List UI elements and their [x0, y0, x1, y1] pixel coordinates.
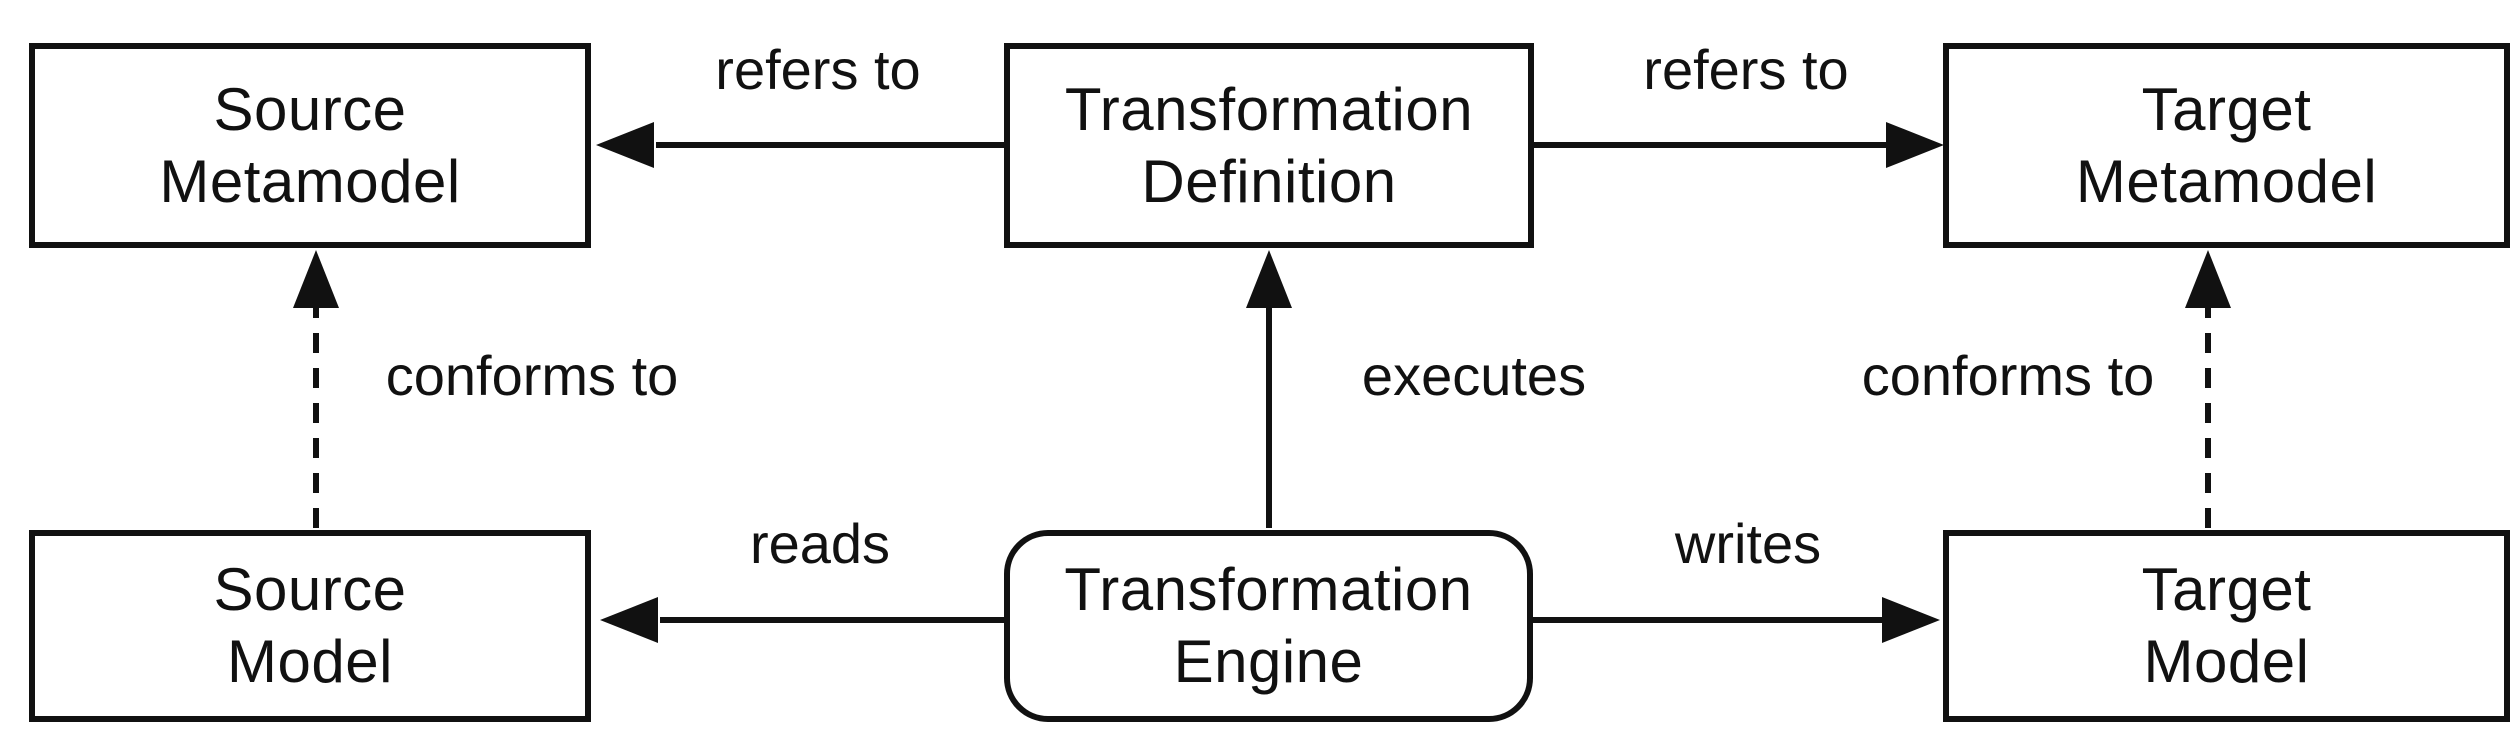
edge-label-executes: executes — [1361, 344, 1587, 407]
node-transformation-definition: Transformation Definition — [1004, 43, 1534, 248]
node-label-line: Transformation — [1064, 556, 1473, 623]
node-label-line: Metamodel — [2075, 147, 2378, 215]
node-source-metamodel: Source Metamodel — [29, 43, 591, 248]
edge-label-conforms-to-left: conforms to — [385, 344, 679, 407]
node-label-line: Model — [2143, 628, 2310, 695]
edge-label-conforms-to-right: conforms to — [1861, 344, 2155, 407]
node-label-line: Transformation — [1064, 75, 1474, 143]
arrow-conforms-to-left — [293, 250, 339, 528]
node-target-model: Target Model — [1943, 530, 2510, 722]
node-label-line: Source — [213, 556, 407, 623]
arrow-reads — [600, 597, 1004, 643]
node-label-line: Engine — [1173, 628, 1364, 695]
edge-label-refers-to-left: refers to — [715, 38, 921, 101]
node-source-model: Source Model — [29, 530, 591, 722]
arrow-writes — [1533, 597, 1940, 643]
edge-label-refers-to-right: refers to — [1643, 38, 1849, 101]
edge-label-writes: writes — [1674, 512, 1822, 575]
node-transformation-engine: Transformation Engine — [1004, 530, 1533, 722]
node-label-line: Target — [2141, 75, 2312, 143]
node-label-line: Source — [213, 75, 407, 143]
arrow-refers-to-left — [596, 122, 1004, 168]
node-label-line: Definition — [1141, 147, 1397, 215]
node-label-line: Model — [227, 628, 393, 695]
node-label-line: Metamodel — [159, 147, 461, 215]
arrow-executes — [1246, 250, 1292, 528]
node-target-metamodel: Target Metamodel — [1943, 43, 2510, 248]
edge-label-reads: reads — [749, 512, 891, 575]
arrow-refers-to-right — [1534, 122, 1944, 168]
node-label-line: Target — [2141, 556, 2312, 623]
arrow-conforms-to-right — [2185, 250, 2231, 528]
